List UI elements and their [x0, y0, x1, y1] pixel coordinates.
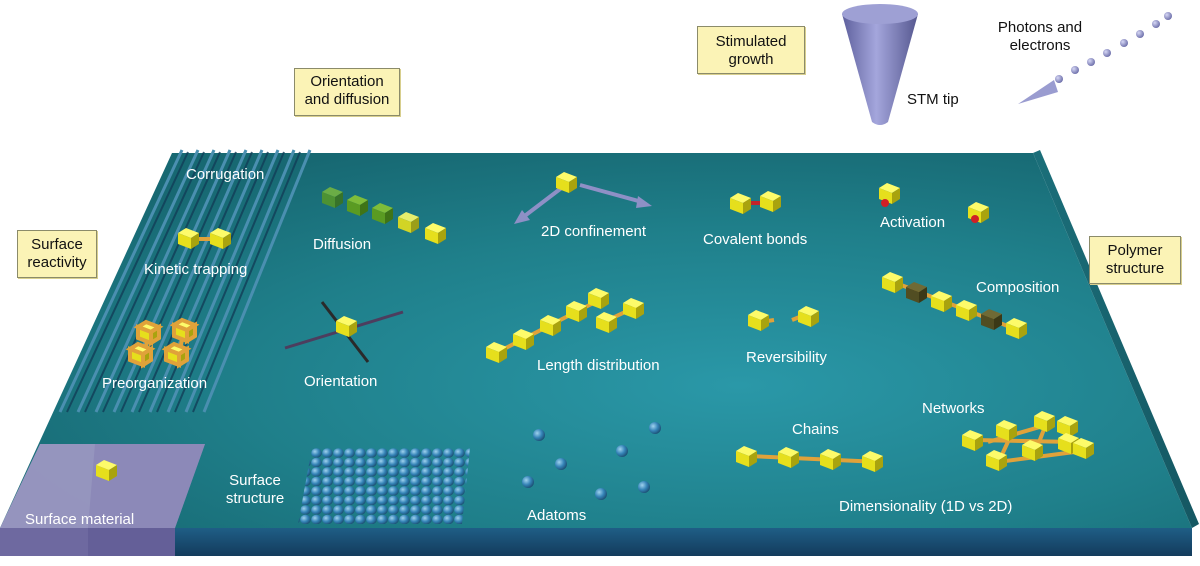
surface-right-face [1033, 150, 1199, 528]
surface-reactivity-line1: Surface [31, 236, 83, 253]
covalent-bond-dimer-icon [730, 191, 781, 214]
adatoms-icon [522, 422, 661, 500]
polymer-structure-line2: structure [1105, 260, 1165, 277]
covalent-bonds-label: Covalent bonds [703, 231, 808, 248]
orientation-diffusion-line1: Orientation [310, 73, 384, 90]
dimensionality-label: Dimensionality (1D vs 2D) [839, 498, 1013, 515]
2d-network-icon [962, 411, 1094, 471]
reversibility-icon [748, 306, 819, 331]
polymer-structure-line1: Polymer [1107, 242, 1163, 259]
polymer-structure-callout: Polymer structure [1089, 236, 1181, 284]
preorganization-icon [128, 318, 197, 367]
stimulated-growth-line1: Stimulated [715, 33, 787, 50]
orientation-icon [284, 301, 404, 363]
surface-structure-line2: structure [225, 490, 285, 507]
corrugation-label: Corrugation [186, 166, 265, 183]
surface-structure-line1: Surface [229, 472, 281, 489]
stimulated-growth-callout: Stimulated growth [697, 26, 805, 74]
photons-electrons-line2: electrons [1009, 37, 1071, 54]
networks-label: Networks [922, 400, 985, 417]
surface-top [0, 153, 1192, 528]
stm-tip-icon [842, 4, 918, 125]
kinetic-trapping-dimer-icon [178, 228, 231, 249]
adatoms-label: Adatoms [527, 507, 587, 524]
photons-electrons-label: Photons and electrons [985, 19, 1095, 55]
orientation-label: Orientation [304, 373, 378, 390]
surface-reactivity-line2: reactivity [27, 254, 87, 271]
length-distribution-label: Length distribution [537, 357, 660, 374]
surface-material-label: Surface material [25, 511, 135, 528]
1d-chain-icon [736, 446, 883, 472]
2d-confinement-label: 2D confinement [541, 223, 647, 240]
chains-label: Chains [792, 421, 839, 438]
preorganization-label: Preorganization [102, 375, 208, 392]
photons-electrons-line1: Photons and [997, 19, 1083, 36]
surface-structure-lattice [298, 448, 470, 524]
surface-front-face [0, 528, 1192, 556]
length-distribution-chains-icon [486, 288, 644, 363]
activation-icon [879, 183, 989, 223]
orientation-diffusion-line2: and diffusion [304, 91, 390, 108]
orientation-diffusion-callout: Orientation and diffusion [294, 68, 400, 116]
surface-reactivity-callout: Surface reactivity [17, 230, 97, 278]
diffusion-label: Diffusion [313, 236, 372, 253]
activation-label: Activation [880, 214, 946, 231]
composition-label: Composition [976, 279, 1060, 296]
stm-tip-label: STM tip [907, 91, 959, 108]
surface-material-shade [88, 444, 205, 528]
reversibility-label: Reversibility [746, 349, 827, 366]
composition-chain-icon [882, 272, 1027, 339]
stimulated-growth-line2: growth [728, 51, 774, 68]
2d-confinement-icon [514, 172, 652, 224]
kinetic-trapping-label: Kinetic trapping [144, 261, 248, 278]
photon-electron-beam-icon [1018, 12, 1172, 104]
corrugation-ridges [58, 149, 312, 413]
surface-structure-label: Surface structure [220, 472, 290, 508]
